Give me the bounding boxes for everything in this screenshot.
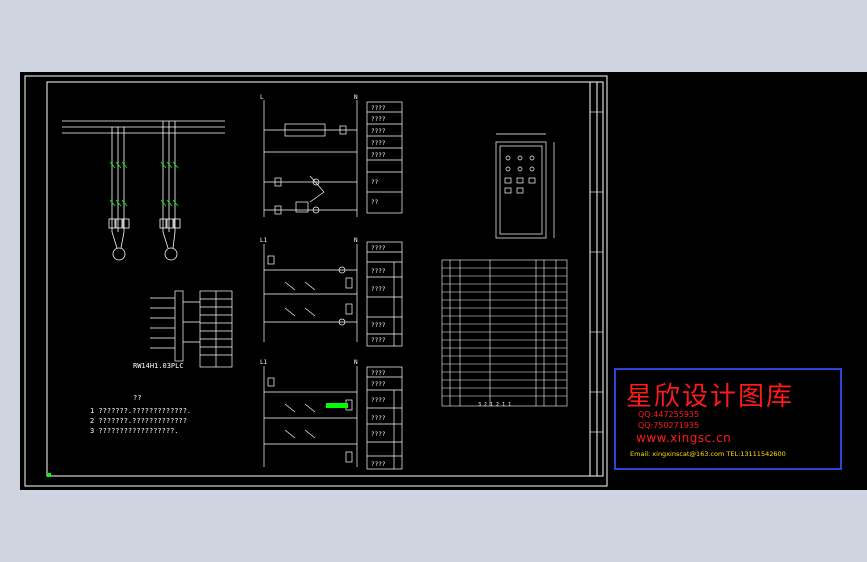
electrical-schematic: RW14H1.03PLC ?? 1 ???????.?????????????.… [24, 75, 608, 487]
outer-frame [24, 75, 608, 487]
bill-of-materials-table [441, 259, 568, 407]
box1-text: ???? [371, 116, 386, 123]
legend-box-1-texts: ???? ???? ???? ???? ???? ?? ?? [371, 105, 386, 206]
legend-box-3 [366, 366, 403, 470]
highlight-marker [326, 403, 348, 408]
control-circuit-3 [263, 366, 358, 467]
box2-text: ???? [371, 286, 386, 293]
motor-model-label: RW14H1.03PLC [133, 362, 184, 370]
box1-text: ?? [371, 179, 379, 186]
notes-title: ?? [133, 394, 141, 402]
note-line-1: 1 ???????.?????????????. [90, 407, 191, 415]
motor-branch-1 [108, 127, 130, 261]
motor-branch-2 [159, 121, 181, 261]
control-circuit-2 [263, 244, 358, 342]
box2-text: ???? [371, 337, 386, 344]
box3-text: ???? [371, 397, 386, 404]
plc-terminal-block [150, 290, 233, 368]
watermark-contact: Email: xingxinscat@163.com TEL:131115426… [630, 450, 786, 458]
watermark-stamp: 星欣设计图库 QQ:447255935 QQ:750271935 www.xin… [614, 368, 842, 470]
box1-text: ?? [371, 199, 379, 206]
circuit-1-left-terminal: L [260, 94, 264, 101]
watermark-qq-2: QQ:750271935 [638, 421, 700, 430]
cabinet-front-view [495, 133, 555, 239]
toolbar-area [0, 0, 867, 72]
status-area [0, 490, 867, 562]
control-circuit-1 [263, 100, 358, 217]
box1-text: ???? [371, 152, 386, 159]
box1-text: ???? [371, 105, 386, 112]
watermark-brand: 星欣设计图库 [626, 382, 795, 412]
circuit-1-right-terminal: N [354, 94, 358, 101]
legend-box-2 [366, 241, 403, 347]
watermark-qq-1: QQ:447255935 [638, 410, 700, 419]
legend-box-2-texts: ???? ???? ???? ???? ???? [371, 245, 386, 344]
circuit-3-right-terminal: N [354, 359, 358, 366]
note-line-2: 2 ???????.????????????? [90, 417, 187, 425]
box2-text: ???? [371, 245, 386, 252]
box1-text: ???? [371, 128, 386, 135]
box3-text: ???? [371, 381, 386, 388]
box2-text: ???? [371, 322, 386, 329]
legend-box-3-texts: ???? ???? ???? ???? ???? ???? [371, 370, 386, 468]
cad-drawing-canvas[interactable]: RW14H1.03PLC ?? 1 ???????.?????????????.… [20, 72, 867, 490]
watermark-website: www.xingsc.cn [636, 431, 732, 445]
circuit-3-left-terminal: L1 [260, 359, 268, 366]
box3-text: ???? [371, 370, 386, 377]
box3-text: ???? [371, 415, 386, 422]
note-line-3: 3 ??????????????????. [90, 427, 179, 435]
legend-box-1 [366, 101, 403, 214]
box1-text: ???? [371, 140, 386, 147]
box3-text: ???? [371, 431, 386, 438]
bom-footer-quantities: 3 2 1 2 1 1 [478, 402, 511, 408]
box3-text: ???? [371, 461, 386, 468]
box2-text: ???? [371, 268, 386, 275]
circuit-2-left-terminal: L1 [260, 237, 268, 244]
circuit-2-right-terminal: N [354, 237, 358, 244]
